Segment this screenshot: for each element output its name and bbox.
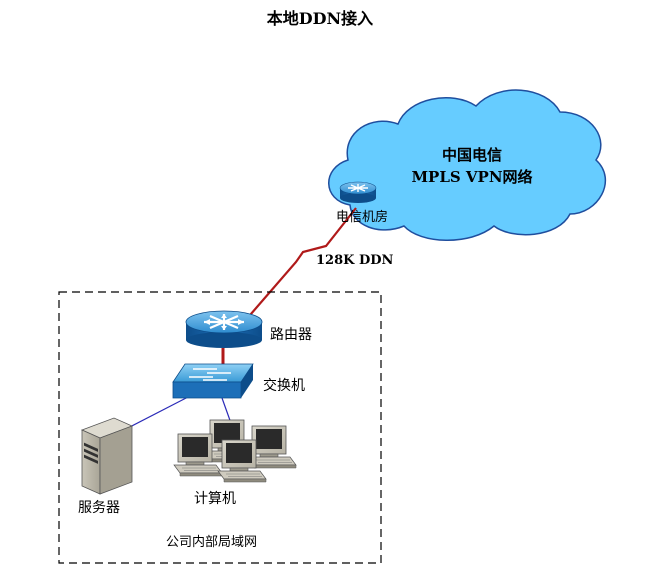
router-icon [185,310,263,348]
server-label: 服务器 [78,500,120,516]
ddn-link [243,207,357,323]
switch-server-link [123,395,191,431]
diagram-title: 本地DDN接入 [267,9,373,28]
switch-label: 交换机 [263,377,305,394]
telecom-router-label: 电信机房 [336,209,388,225]
cloud-label-line2: MPLS VPN网络 [411,168,532,186]
lan-boundary [58,291,382,564]
computers-label: 计算机 [194,491,236,507]
router-label: 路由器 [270,327,312,343]
lan-label: 公司内部局域网 [166,534,257,550]
cloud-label-line1: 中国电信 [442,146,502,164]
switch-icon [172,363,254,399]
server-icon [80,417,134,495]
cloud-icon [328,89,607,241]
ddn-link-label: 128K DDN [316,253,394,268]
router-icon [339,181,377,203]
